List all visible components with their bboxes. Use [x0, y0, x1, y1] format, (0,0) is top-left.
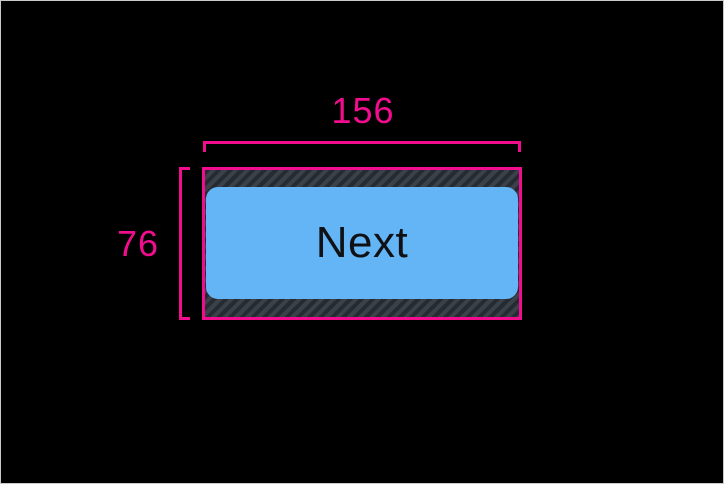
tap-target-hatched-region: Next — [202, 167, 522, 320]
width-dimension-bracket — [203, 141, 521, 152]
height-dimension-bracket — [179, 167, 190, 320]
next-button[interactable]: Next — [206, 187, 518, 299]
height-dimension-label: 76 — [116, 223, 159, 264]
width-dimension-label: 156 — [331, 90, 395, 131]
